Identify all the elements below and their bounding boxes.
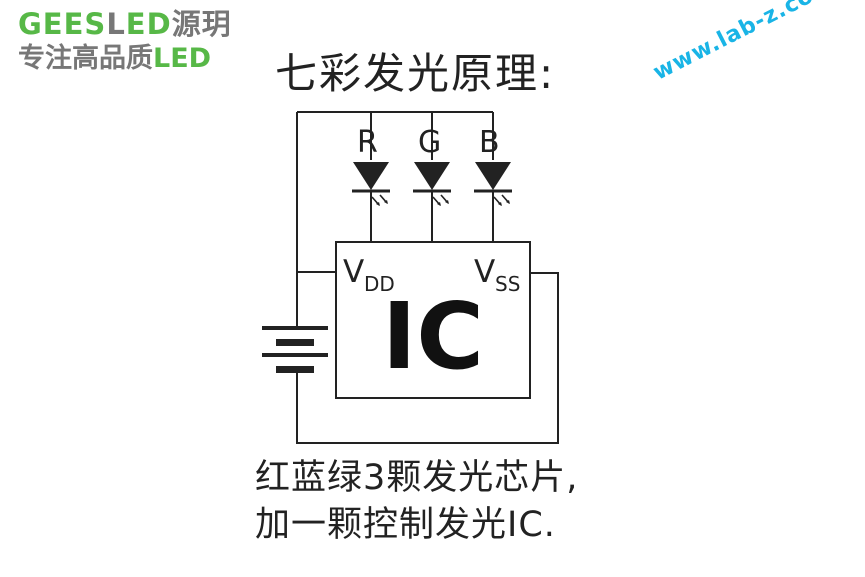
ic-label: IC xyxy=(382,283,484,390)
led-r-triangle xyxy=(353,162,389,190)
led-label-b: B xyxy=(479,125,500,160)
caption-line-2: 加一颗控制发光IC. xyxy=(255,505,556,545)
circuit-wires xyxy=(296,111,559,444)
led-b-arrow-heads xyxy=(498,200,510,206)
vdd-wire xyxy=(296,112,336,273)
vdd-label-sub: DD xyxy=(364,272,395,296)
brand-slogan-cn: 专注高品质 xyxy=(18,43,153,74)
led-g-light-icon xyxy=(432,194,449,206)
vdd-label-main: V xyxy=(343,254,364,290)
led-r-arrow-heads xyxy=(376,200,388,206)
battery-plate-1 xyxy=(262,326,328,330)
led-g-triangle xyxy=(414,162,450,190)
battery-plate-2 xyxy=(276,339,314,346)
led-label-g: G xyxy=(418,125,441,160)
led-g xyxy=(413,162,451,206)
caption: 红蓝绿3颗发光芯片, 加一颗控制发光IC. xyxy=(255,455,578,549)
brand-slogan-led: LED xyxy=(153,43,212,74)
brand-slogan: 专注高品质LED xyxy=(18,45,232,72)
battery-icon xyxy=(262,326,328,373)
vss-return-wire xyxy=(296,272,559,444)
brand-name-rest: ED xyxy=(125,7,172,41)
brand-logo: GEESLED源玥 专注高品质LED xyxy=(18,10,232,73)
brand-name: GEESLED源玥 xyxy=(18,10,232,39)
led-b xyxy=(474,162,512,206)
led-r-light-icon xyxy=(371,194,388,206)
led-b-light-icon xyxy=(493,194,510,206)
vss-label-main: V xyxy=(474,254,495,290)
caption-line-1: 红蓝绿3颗发光芯片, xyxy=(255,458,579,498)
vss-label-sub: SS xyxy=(495,272,520,296)
led-g-arrow-heads xyxy=(437,200,449,206)
led-r xyxy=(352,162,390,206)
brand-name-cn: 源玥 xyxy=(171,7,232,41)
page-title: 七彩发光原理: xyxy=(275,49,556,98)
ic-box xyxy=(335,241,531,399)
led-label-r: R xyxy=(357,125,378,160)
led-b-triangle xyxy=(475,162,511,190)
battery-plate-4 xyxy=(276,366,314,373)
brand-name-green: GEES xyxy=(18,7,107,41)
brand-name-letter: L xyxy=(106,7,126,41)
battery-plate-3 xyxy=(262,353,328,357)
